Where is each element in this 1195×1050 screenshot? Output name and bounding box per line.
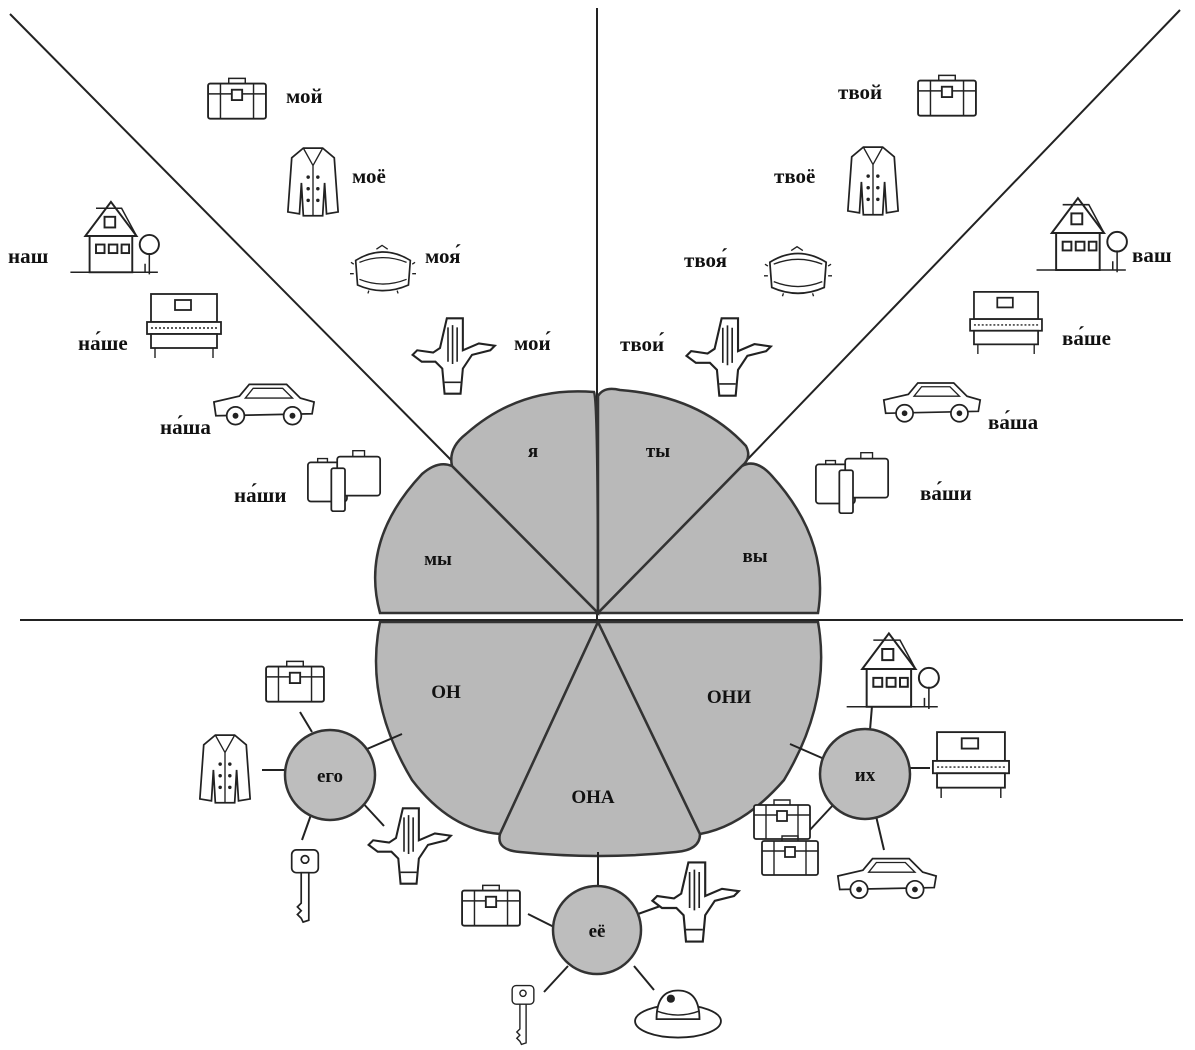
label-moi: мои́: [514, 331, 551, 355]
label-eyo: её: [589, 921, 606, 942]
gloves-icon: [413, 318, 495, 393]
label-tvoyo: твоё: [774, 164, 815, 188]
left-diagonal-divider: [10, 14, 453, 462]
label-vashe: ва́ше: [1062, 326, 1111, 350]
connector: [634, 966, 654, 990]
connector: [528, 914, 556, 928]
ikh-hub: их: [790, 706, 930, 850]
label-nashe: на́ше: [78, 331, 128, 355]
fur-hat-icon: [350, 245, 416, 293]
connector: [876, 816, 884, 850]
gloves-icon: [369, 808, 451, 883]
briefcase-icon: [762, 836, 818, 875]
label-tvoy: твой: [838, 80, 882, 104]
label-vashi: ва́ши: [920, 481, 972, 505]
briefcase-icon: [918, 75, 976, 115]
car-icon: [884, 383, 980, 422]
briefcase-icon: [266, 661, 324, 701]
car-icon: [214, 384, 314, 424]
piano-icon: [970, 292, 1042, 354]
label-vasha: ва́ша: [988, 410, 1039, 434]
label-moyo: моё: [352, 164, 386, 188]
piano-icon: [933, 732, 1009, 798]
gloves-icon: [652, 862, 738, 941]
label-nashi: на́ши: [234, 483, 286, 507]
womens-hat-icon: [635, 991, 721, 1038]
coat-icon: [200, 735, 250, 803]
pronoun-my: мы: [424, 549, 452, 570]
label-nash: наш: [8, 244, 49, 268]
connector: [300, 712, 312, 732]
briefcase-icon: [462, 885, 520, 925]
pronoun-on: ОН: [431, 682, 461, 703]
label-tvoya: твоя́: [684, 248, 727, 272]
piano-icon: [147, 294, 221, 358]
briefcase-icon: [754, 800, 810, 839]
connector: [544, 966, 568, 992]
key-icon: [512, 986, 534, 1045]
pronoun-ty: ты: [646, 441, 670, 462]
label-nasha: на́ша: [160, 415, 211, 439]
suitcases-icon: [308, 451, 380, 512]
coat-icon: [848, 147, 898, 215]
label-ego: его: [317, 766, 343, 787]
pronoun-ona: ОНА: [571, 787, 615, 808]
ego-hub: его: [262, 712, 402, 840]
label-moya: моя́: [425, 244, 461, 268]
eyo-hub: её: [528, 852, 666, 992]
car-icon: [838, 859, 936, 899]
coat-icon: [288, 148, 338, 216]
house-icon: [847, 633, 939, 709]
label-tvoi: твои́: [620, 332, 664, 356]
connector: [808, 804, 834, 832]
briefcase-icon: [208, 78, 266, 118]
pronoun-vy: вы: [742, 546, 767, 567]
house-icon: [1037, 198, 1127, 272]
pronoun-ya: я: [528, 441, 538, 462]
upper-pronoun-wheel: [375, 389, 820, 613]
gloves-icon: [686, 318, 770, 395]
label-ikh: их: [855, 765, 876, 786]
suitcases-icon: [816, 453, 888, 514]
label-vash: ваш: [1132, 243, 1172, 267]
pronoun-oni: ОНИ: [707, 687, 752, 708]
label-moy: мой: [286, 84, 323, 108]
fur-hat-icon: [764, 247, 832, 297]
connector: [870, 706, 872, 730]
house-icon: [70, 202, 159, 275]
key-icon: [292, 850, 319, 922]
